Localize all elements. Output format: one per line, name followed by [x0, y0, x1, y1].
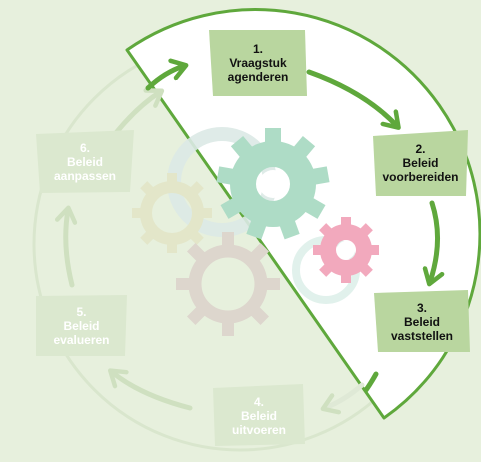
step-box-1 [209, 30, 307, 96]
arrow-icon [108, 368, 193, 411]
step-box-6 [36, 130, 134, 193]
gear-icon [313, 217, 379, 283]
step-box-5 [36, 295, 127, 356]
gear-icon [176, 232, 280, 336]
step-box-4 [213, 384, 305, 446]
arrow-icon [54, 205, 78, 288]
arrow-icon [306, 69, 401, 130]
arrow-icon [145, 58, 189, 91]
arrow-icon [422, 200, 445, 287]
step-box-2 [373, 130, 468, 196]
gear-icon [132, 173, 212, 253]
arrow-icon [363, 371, 379, 393]
gear-icon [216, 128, 330, 240]
arrow-icon [320, 382, 365, 415]
step-box-3 [374, 290, 470, 352]
